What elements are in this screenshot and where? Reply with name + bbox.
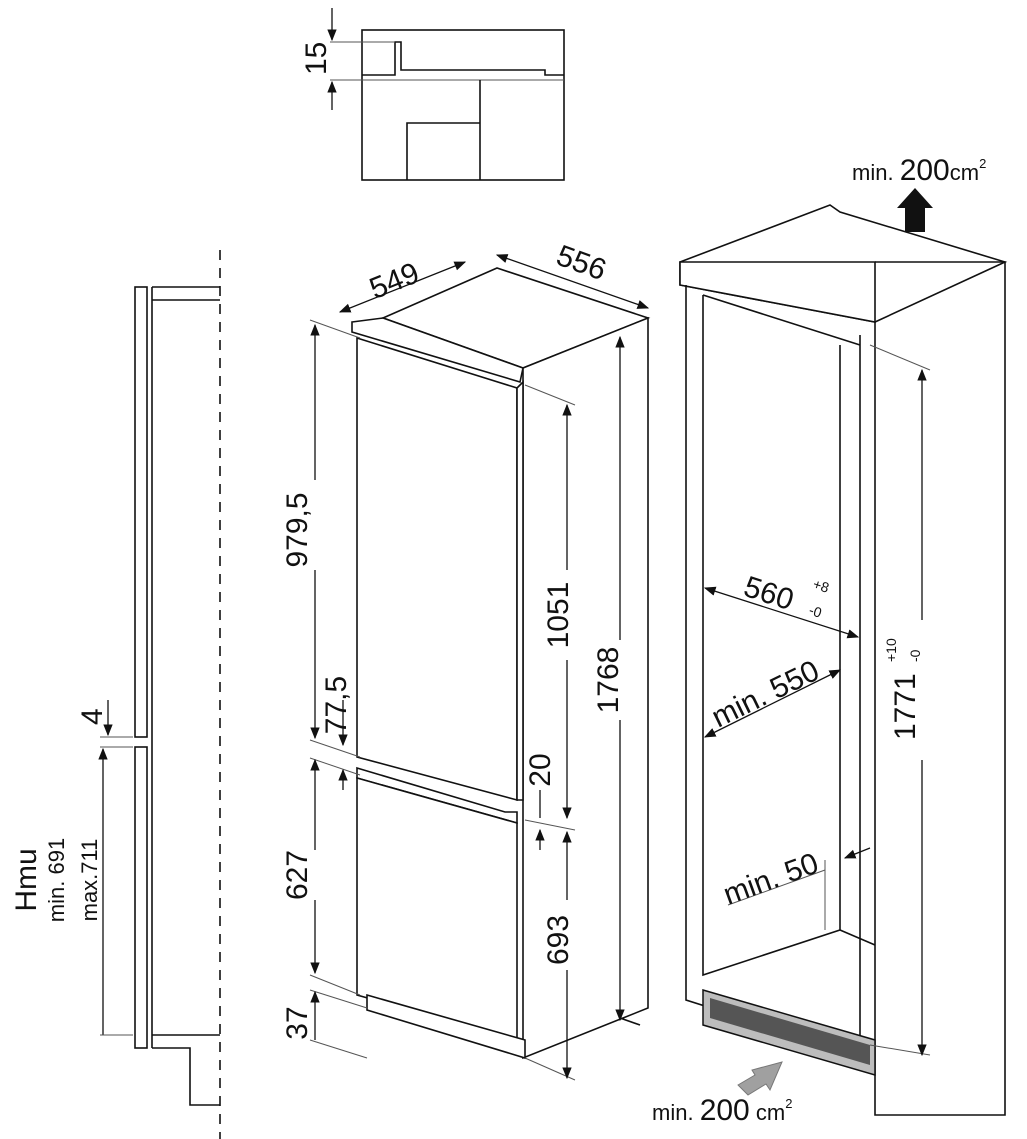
hmu-label: Hmu bbox=[10, 848, 43, 911]
vent-in-arrow-icon bbox=[737, 1061, 783, 1096]
niche-height-tol-plus: +10 bbox=[883, 638, 899, 662]
lower-door-height-label: 627 bbox=[281, 850, 314, 900]
upper-body-height-label: 1051 bbox=[542, 582, 575, 649]
door-gap-label: 20 bbox=[524, 753, 557, 786]
detail-gap-label: 15 bbox=[300, 42, 333, 75]
rear-gap-label: min. 50 bbox=[719, 847, 823, 912]
hmu-min-label: min. 691 bbox=[44, 838, 69, 922]
total-height-label: 1768 bbox=[592, 647, 625, 714]
vent-bottom-label: min. 200 cm2 bbox=[652, 1094, 792, 1127]
niche-width-tol-minus: -0 bbox=[807, 602, 824, 621]
niche-height-label: 1771 bbox=[889, 673, 922, 740]
width-label: 549 bbox=[365, 257, 424, 306]
side-gap-label: 4 bbox=[76, 708, 109, 725]
lower-body-height-label: 693 bbox=[542, 915, 575, 965]
niche-width-tol-plus: +8 bbox=[811, 576, 831, 596]
hmu-max-label: max.711 bbox=[77, 839, 102, 922]
upper-offset-label: 77,5 bbox=[320, 676, 353, 734]
niche-width-label: 560 bbox=[740, 570, 798, 617]
vent-up-arrow-icon bbox=[897, 188, 933, 232]
side-view: 4 Hmu min. 691 max.711 bbox=[10, 250, 221, 1139]
worktop-detail: 15 bbox=[300, 8, 565, 181]
niche-depth-label: min. 550 bbox=[707, 654, 825, 734]
niche-height-tol-minus: -0 bbox=[907, 649, 923, 662]
bottom-offset-label: 37 bbox=[281, 1006, 314, 1039]
upper-door-height-label: 979,5 bbox=[281, 492, 314, 567]
depth-label: 556 bbox=[552, 239, 610, 287]
vent-top-label: min. 200cm2 bbox=[852, 154, 986, 187]
appliance-drawing: 979,5 77,5 627 37 1051 693 20 1768 549 5… bbox=[281, 239, 651, 1081]
niche-drawing: 1771 +10 -0 560 +8 -0 min. 550 min. 50 m… bbox=[652, 154, 1008, 1127]
